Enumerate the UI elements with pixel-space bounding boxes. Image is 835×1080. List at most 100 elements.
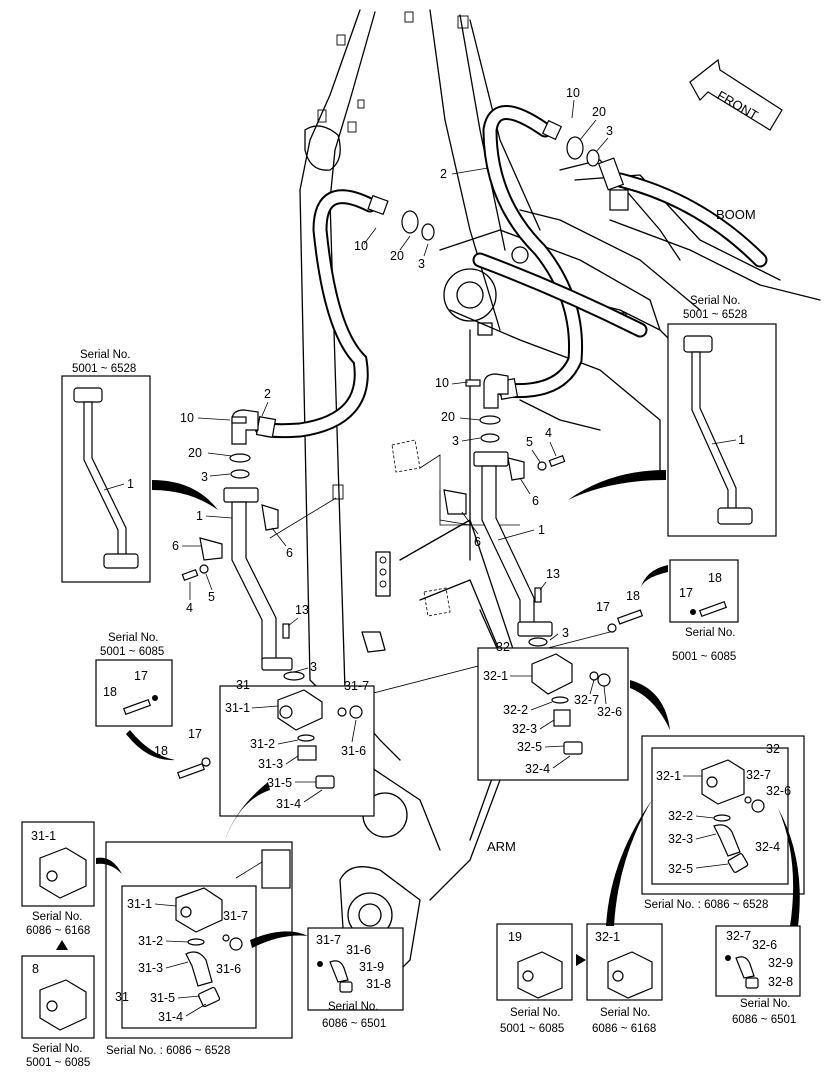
callout-3-top: 3 <box>606 124 613 138</box>
inset-32-1-callout: 32-1 <box>595 930 620 944</box>
callout-32-1-a: 32-1 <box>483 669 508 683</box>
inset-bolt-left-range: 5001 ~ 6085 <box>100 646 164 658</box>
callout-18-mid: 18 <box>626 589 640 603</box>
inset-32-callout-32-6: 32-6 <box>766 784 791 798</box>
callout-31-4-a: 31-4 <box>276 797 301 811</box>
inset-bolt-right: Serial No. 5001 ~ 6085 18 17 <box>669 559 739 663</box>
callout-32: 32 <box>496 640 510 654</box>
front-arrow-icon: FRONT <box>689 58 783 131</box>
inset-31-callout-31-6: 31-6 <box>216 962 241 976</box>
pointer-arc-bolt-right <box>640 565 668 590</box>
inset-31-callout-31-5: 31-5 <box>150 991 175 1005</box>
inset-pipe-serial-right: Serial No. 5001 ~ 6528 1 <box>667 295 777 537</box>
inset-31-callout-31-4: 31-4 <box>158 1010 183 1024</box>
inset-19-callout: 19 <box>508 930 522 944</box>
inset-bolt-right-range: 5001 ~ 6085 <box>672 651 736 663</box>
inset-32-callout-32: 32 <box>766 742 780 756</box>
inset-32-callout-32-2: 32-2 <box>668 809 693 823</box>
inset-8-serial-heading: Serial No. <box>32 1043 83 1055</box>
inset-19-block: 19 Serial No. 5001 ~ 6085 <box>496 923 586 1035</box>
callout-10-top: 10 <box>566 86 580 100</box>
callout-5-left: 5 <box>208 590 215 604</box>
inset-32f-callout-32-8: 32-8 <box>768 975 793 989</box>
inset-32-callout-32-5: 32-5 <box>668 862 693 876</box>
callout-2-left: 2 <box>264 387 271 401</box>
inset-32f-serial-range: 6086 ~ 6501 <box>732 1014 796 1026</box>
callout-5-right: 5 <box>526 435 533 449</box>
inset-8-block: 8 Serial No. 5001 ~ 6085 <box>21 955 95 1069</box>
inset-32f-callout-32-7: 32-7 <box>726 929 751 943</box>
pipe-right <box>443 379 566 647</box>
pointer-arc-32-1 <box>606 800 652 926</box>
inset-31f-callout-31-9: 31-9 <box>359 960 384 974</box>
inset-bolt-right-18: 18 <box>708 571 722 585</box>
inset-31-callout-31: 31 <box>115 990 129 1004</box>
inset-bolt-right-heading: Serial No. <box>685 627 736 639</box>
inset-31f-serial-heading: Serial No. <box>328 1001 379 1013</box>
inset-left-callout-1: 1 <box>127 477 134 491</box>
callout-31-2-a: 31-2 <box>250 737 275 751</box>
callout-1-right: 1 <box>538 523 545 537</box>
pointer-arc-31-1 <box>96 857 122 874</box>
callout-20-mid: 20 <box>390 249 404 263</box>
inset-31-1-serial-range: 6086 ~ 6168 <box>26 925 90 937</box>
callout-31-1: 31-1 <box>225 701 250 715</box>
inset-32-fittings: 32-7 32-6 32-9 32-8 Serial No. 6086 ~ 65… <box>715 925 801 1026</box>
inset-19-serial-range: 5001 ~ 6085 <box>500 1023 564 1035</box>
arm-label: ARM <box>487 839 516 854</box>
inset-32f-callout-32-6: 32-6 <box>752 938 777 952</box>
callout-31-5-a: 31-5 <box>267 776 292 790</box>
inset-32-1-block: 32-1 Serial No. 6086 ~ 6168 <box>586 923 663 1035</box>
callout-3-mid: 3 <box>418 257 425 271</box>
block-32-assembly: 32 32-1 32-7 32-6 32-2 32-3 32-5 32-4 <box>477 640 629 781</box>
inset-32-callout-32-7: 32-7 <box>746 768 771 782</box>
block-31-assembly: 31 31-1 31-7 31-6 31-2 31-3 31-5 31-4 <box>219 678 375 817</box>
callout-10-mid: 10 <box>354 239 368 253</box>
inset-31-callout-31-1: 31-1 <box>127 897 152 911</box>
inset-32-callout-32-3: 32-3 <box>668 832 693 846</box>
callout-13-right: 13 <box>546 567 560 581</box>
callout-6-left-b: 6 <box>286 546 293 560</box>
inset-31f-callout-31-6: 31-6 <box>346 943 371 957</box>
inset-31f-callout-31-7: 31-7 <box>316 933 341 947</box>
inset-32f-serial-heading: Serial No. <box>740 998 791 1010</box>
callout-32-3-a: 32-3 <box>512 722 537 736</box>
pointer-arc-31 <box>225 782 270 840</box>
inset-32f-callout-32-9: 32-9 <box>768 956 793 970</box>
callout-13-left: 13 <box>295 603 309 617</box>
inset-31-fittings: 31-7 31-6 31-9 31-8 Serial No. 6086 ~ 65… <box>307 927 404 1030</box>
inset-31f-callout-31-8: 31-8 <box>366 977 391 991</box>
callout-31-3-a: 31-3 <box>258 757 283 771</box>
callout-6-right-b: 6 <box>474 535 481 549</box>
inset-31-1-callout: 31-1 <box>31 829 56 843</box>
inset-32-detail: 32 32-1 32-7 32-6 32-2 32-3 32-4 32-5 Se… <box>641 735 805 911</box>
pipe-left <box>181 416 305 681</box>
inset-31-callout-31-2: 31-2 <box>138 934 163 948</box>
pointer-arc-32f <box>778 808 800 926</box>
callout-17-left: 17 <box>188 727 202 741</box>
inset-8-callout: 8 <box>32 962 39 976</box>
inset-31f-serial-range: 6086 ~ 6501 <box>322 1018 386 1030</box>
callout-3-right: 3 <box>452 434 459 448</box>
inset-31-1-block: 31-1 Serial No. 6086 ~ 6168 <box>21 821 95 950</box>
inset-32-1-serial-heading: Serial No. <box>600 1007 651 1019</box>
inset-bolt-right-17: 17 <box>679 586 693 600</box>
main-callouts: 10 20 3 2 10 20 3 BOOM ARM 2 10 20 3 1 6… <box>172 86 756 854</box>
inset-32-1-serial-range: 6086 ~ 6168 <box>592 1023 656 1035</box>
callout-3-left-b: 3 <box>310 660 317 674</box>
callout-20-top: 20 <box>592 105 606 119</box>
inset-left-serial-heading: Serial No. <box>80 349 131 361</box>
callout-10-right: 10 <box>435 376 449 390</box>
callout-10-left: 10 <box>180 411 194 425</box>
callout-4-left: 4 <box>186 601 193 615</box>
callout-2-top: 2 <box>440 167 447 181</box>
callout-6-right-a: 6 <box>532 494 539 508</box>
callout-32-6-a: 32-6 <box>597 705 622 719</box>
callout-31: 31 <box>236 678 250 692</box>
callout-1-left: 1 <box>196 509 203 523</box>
pointer-arc-left <box>152 480 218 510</box>
pointer-arc-32 <box>630 680 670 730</box>
inset-right-serial-range: 5001 ~ 6528 <box>683 309 747 321</box>
